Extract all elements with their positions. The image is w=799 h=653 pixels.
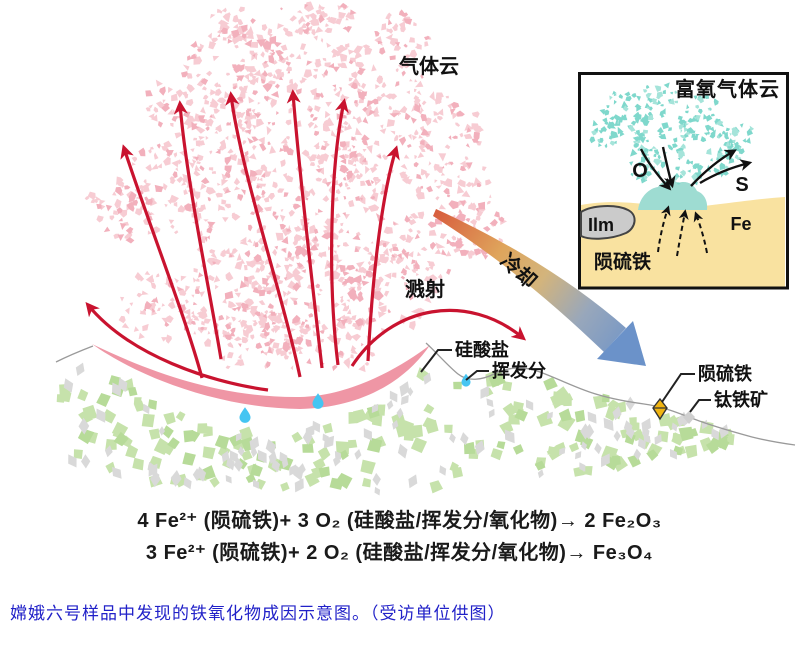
speck-layer	[63, 362, 729, 496]
ilmenite-label: 钛铁矿	[714, 389, 768, 410]
ejecta-arrow	[225, 91, 302, 378]
regolith-surface-line-left	[55, 345, 94, 363]
water-droplet	[239, 407, 251, 423]
silicate-label: 硅酸盐	[455, 339, 509, 360]
inset-fe-label: Fe	[730, 214, 751, 234]
speck-layer	[84, 1, 508, 373]
equation-hematite: 4 Fe²⁺ (陨硫铁)+ 3 O₂ (硅酸盐/挥发分/氧化物)→ 2 Fe₂O…	[137, 510, 662, 532]
figure-caption: 嫦娥六号样品中发现的铁氧化物成因示意图。（受访单位供图）	[10, 604, 506, 623]
sulfur-arrows	[690, 149, 753, 187]
ejecta-arrow	[330, 98, 349, 366]
volatile-droplets	[239, 373, 471, 423]
inset-ilm-label: Ilm	[588, 215, 614, 235]
water-droplet	[461, 373, 471, 387]
ilmenite-blob	[580, 205, 636, 240]
troilite-label: 陨硫铁	[698, 363, 752, 384]
troilite-grain	[652, 397, 668, 421]
inset-troilite-label: 陨硫铁	[594, 250, 651, 273]
ilmenite-grain	[683, 411, 695, 424]
troilite-mound	[638, 180, 708, 210]
ejecta-arrow	[173, 100, 223, 360]
oxygen-arrows	[639, 146, 676, 191]
oxygen-rich-cloud-specks	[589, 82, 755, 186]
volatiles-label: 挥发分	[492, 360, 546, 381]
silicate-leader	[420, 349, 452, 373]
speck-layer	[56, 367, 735, 494]
sulfur-label: S	[735, 174, 748, 196]
volatiles-leader	[465, 370, 489, 381]
speck-layer	[589, 82, 753, 186]
speck-layer	[77, 370, 730, 490]
ilmenite-leader	[689, 399, 711, 413]
cooling-arrow	[433, 209, 646, 366]
ejecta-arrows	[85, 89, 527, 392]
ejecta-arrow	[286, 89, 324, 369]
gas-cloud-specks	[84, 1, 508, 373]
inset-title: 富氧气体云	[675, 77, 780, 101]
regolith-specks	[56, 362, 735, 496]
ejecta-arrow	[120, 144, 204, 379]
melt-sheet	[92, 344, 430, 409]
speck-layer	[96, 2, 505, 372]
ejecta-arrow	[366, 145, 400, 362]
equation-magnetite: 3 Fe²⁺ (陨硫铁)+ 2 O₂ (硅酸盐/挥发分/氧化物)→ Fe₃O₄	[145, 542, 654, 564]
inset-box: 富氧气体云 O S Ilm Fe 陨硫铁	[578, 72, 789, 290]
sputter-arrow-right	[350, 308, 527, 367]
troilite-leader	[661, 373, 695, 403]
sputter-label: 溅射	[405, 277, 445, 301]
callout-leaders	[420, 349, 711, 413]
gas-cloud-label: 气体云	[398, 54, 459, 78]
sputter-arrow-left	[85, 301, 269, 392]
oxygen-label: O	[632, 160, 648, 182]
iron-dashed-arrows	[657, 205, 708, 257]
water-droplet	[312, 393, 324, 409]
